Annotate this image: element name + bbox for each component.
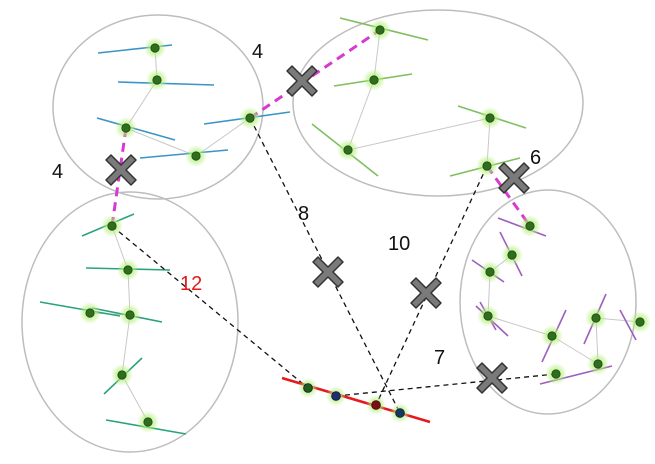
magenta-dashed-links [110,28,532,227]
label-top-left-4: 4 [252,41,263,63]
label-center-10: 10 [388,233,410,255]
x-mark-icon [410,277,442,309]
x-mark-icon [312,256,344,288]
cluster-top-left [52,14,264,200]
teal-feature-strokes [39,213,187,435]
graph-nodes [78,18,652,434]
label-right-6: 6 [530,147,541,169]
label-bottom-7: 7 [434,347,445,369]
purple-feature-strokes [471,217,637,385]
cluster-top-right [292,9,584,197]
label-left-4: 4 [52,161,63,183]
cluster-bottom-right [459,189,637,415]
label-center-8: 8 [298,203,309,225]
label-left-12: 12 [180,273,202,295]
cluster-bottom-left [21,191,239,453]
query-nodes [298,378,410,423]
